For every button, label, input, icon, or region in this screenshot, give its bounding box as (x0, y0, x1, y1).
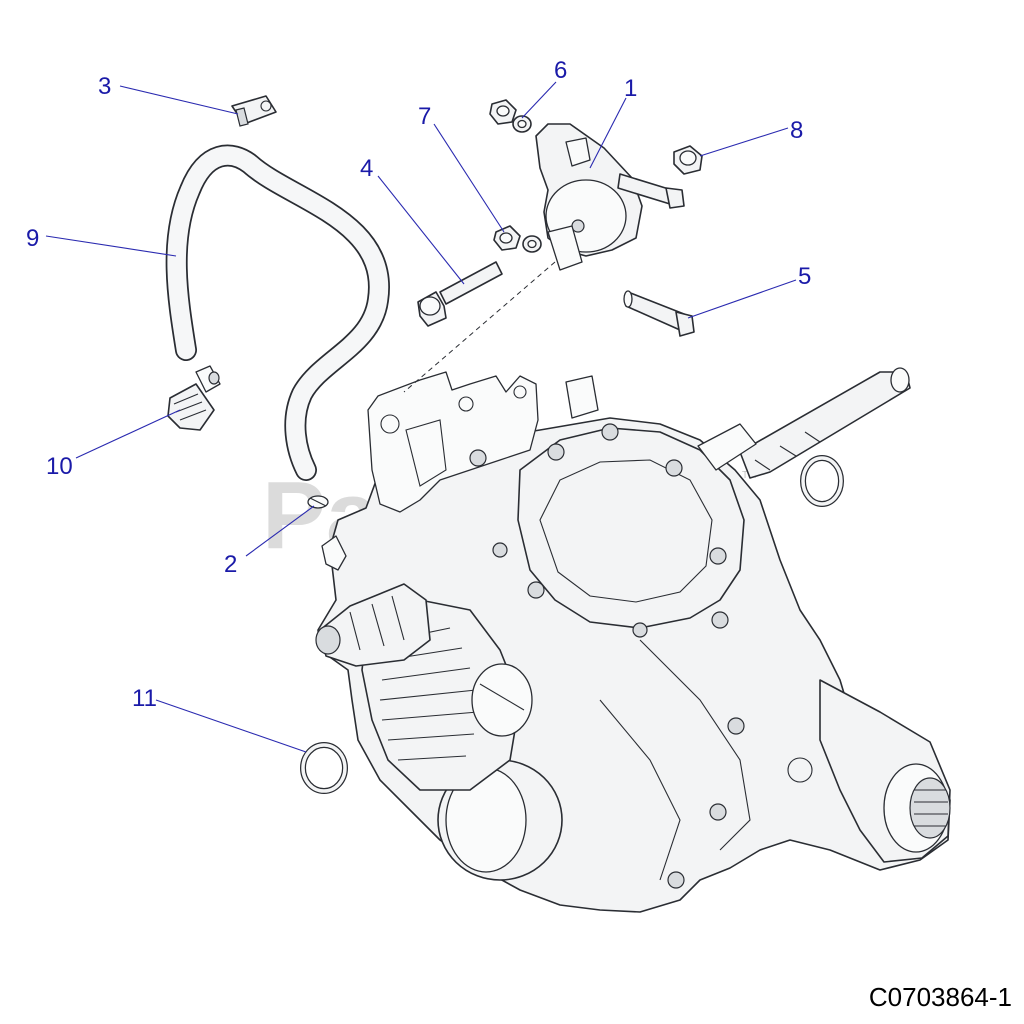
part-3-clip (231, 95, 277, 127)
leader-11 (155, 699, 307, 753)
callout-2: 2 (224, 551, 237, 578)
callout-11: 11 (132, 685, 157, 712)
leader-8 (699, 127, 789, 157)
leader-10 (75, 409, 181, 459)
o-ring-output-shaft (800, 455, 844, 507)
part-6-washer (489, 99, 532, 133)
leader-6 (521, 81, 557, 119)
callout-3: 3 (98, 73, 111, 100)
part-8-flange-nut (617, 145, 703, 209)
part-2-hose-clamp (307, 495, 329, 509)
leader-3 (119, 85, 239, 115)
part-5-bolt (623, 290, 695, 337)
drawing-code: C0703864-1 (869, 982, 1012, 1012)
part-7-nut (493, 225, 542, 253)
transmission-housing (315, 367, 951, 913)
callout-10: 10 (46, 453, 73, 480)
leader-4 (377, 175, 465, 285)
callout-6: 6 (554, 57, 567, 84)
callout-4: 4 (360, 155, 373, 182)
leader-2 (245, 505, 315, 557)
leader-9 (45, 235, 177, 257)
callout-1: 1 (624, 75, 637, 102)
part-10-elbow-fitting (167, 365, 221, 431)
leader-7 (433, 123, 505, 233)
part-4-bolt (417, 261, 503, 327)
part-1-sensor-housing (535, 123, 643, 271)
leader-lines (45, 81, 797, 753)
part-11-o-ring (300, 742, 348, 794)
alignment-line (403, 261, 556, 393)
callout-7: 7 (418, 103, 431, 130)
part-9-vent-hose (165, 144, 390, 481)
callout-5: 5 (798, 263, 811, 290)
leader-1 (589, 97, 627, 169)
callout-9: 9 (26, 225, 39, 252)
callout-8: 8 (790, 117, 803, 144)
leader-5 (687, 279, 797, 319)
